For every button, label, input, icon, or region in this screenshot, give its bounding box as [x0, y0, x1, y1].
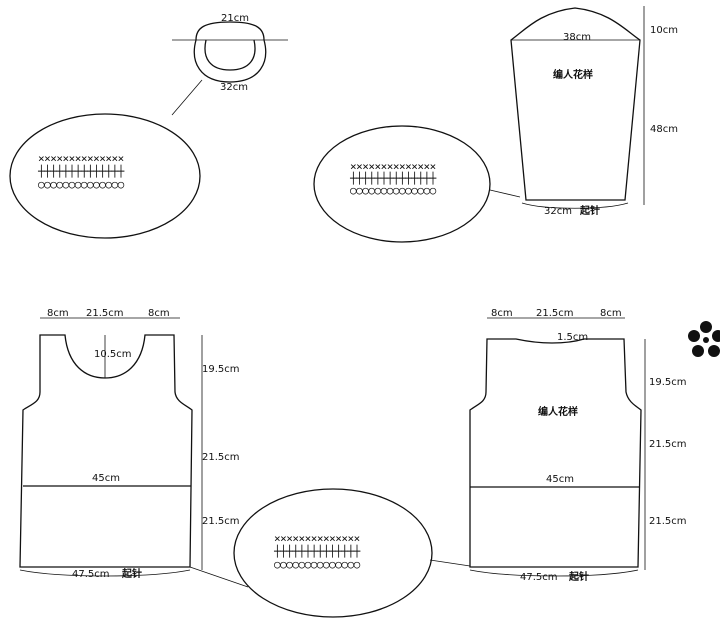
stitch-row-top: ××××××××××××××	[274, 532, 360, 545]
collar-leader-line	[171, 79, 203, 116]
back-chest: 45cm	[546, 474, 574, 485]
back-neck-depth: 1.5cm	[557, 332, 588, 343]
stitch-row-mid: ┼┼┼┼┼┼┼┼┼┼┼┼┼┼	[349, 171, 437, 185]
stitch-row-mid: ┼┼┼┼┼┼┼┼┼┼┼┼┼┼	[273, 544, 361, 558]
front-body: 21.5cm	[202, 452, 240, 463]
detail-leader-bottom	[429, 559, 471, 567]
back-hem: 21.5cm	[649, 516, 687, 527]
collar-bottom-width: 32cm	[220, 82, 248, 93]
sleeve-cuff-line	[521, 202, 629, 209]
front-left-shoulder: 8cm	[47, 308, 69, 319]
sleeve-length: 48cm	[650, 124, 678, 135]
sleeve-pattern-label: 编人花样	[553, 68, 593, 81]
front-bottom-line	[19, 569, 191, 577]
detail-ellipse-bottom	[233, 488, 433, 618]
back-bottom-line	[469, 569, 639, 577]
stitch-row-top: ××××××××××××××	[350, 160, 436, 173]
sleeve-piece: 38cm 编人花样 10cm 48cm 32cm 起针	[510, 6, 678, 217]
flower-icon	[688, 321, 720, 357]
back-pattern-label: 编人花样	[538, 405, 578, 418]
back-right-shoulder: 8cm	[600, 308, 622, 319]
sleeve-cuff: 32cm	[544, 206, 572, 217]
stitch-row-top: ××××××××××××××	[38, 152, 124, 165]
collar-outer	[193, 39, 267, 83]
stitch-detail-bottom: ×××××××××××××× ┼┼┼┼┼┼┼┼┼┼┼┼┼┼ ○○○○○○○○○○…	[233, 488, 471, 618]
detail-ellipse-left	[9, 113, 201, 239]
sleeve-cap-height: 10cm	[650, 25, 678, 36]
sleeve-width: 38cm	[563, 32, 591, 43]
sleeve-cuff-note: 起针	[579, 204, 600, 217]
back-body: 21.5cm	[649, 439, 687, 450]
back-bottom: 47.5cm	[520, 572, 558, 583]
collar-inner	[204, 39, 256, 71]
front-neck-width: 21.5cm	[86, 308, 124, 319]
stitch-row-bottom: ○○○○○○○○○○○○○○	[274, 558, 361, 571]
front-hem: 21.5cm	[202, 516, 240, 527]
back-armhole: 19.5cm	[649, 377, 687, 388]
front-right-shoulder: 8cm	[148, 308, 170, 319]
back-bottom-note: 起针	[568, 570, 589, 583]
front-neck-depth: 10.5cm	[94, 349, 132, 360]
stitch-row-mid: ┼┼┼┼┼┼┼┼┼┼┼┼┼┼	[37, 164, 125, 178]
back-neck-width: 21.5cm	[536, 308, 574, 319]
front-bottom: 47.5cm	[72, 569, 110, 580]
back-left-shoulder: 8cm	[491, 308, 513, 319]
back-outline	[469, 338, 642, 568]
stitch-detail-right: ×××××××××××××× ┼┼┼┼┼┼┼┼┼┼┼┼┼┼ ○○○○○○○○○○…	[313, 125, 521, 243]
detail-ellipse-right	[313, 125, 491, 243]
sleeve-outline	[510, 7, 641, 201]
back-piece: 8cm 21.5cm 8cm 1.5cm 编人花样 45cm 19.5cm 21…	[469, 308, 687, 583]
front-chest: 45cm	[92, 473, 120, 484]
stitch-row-bottom: ○○○○○○○○○○○○○○	[350, 184, 437, 197]
collar-top-width: 21cm	[221, 13, 249, 24]
collar-piece: 21cm 32cm	[171, 13, 288, 116]
front-armhole: 19.5cm	[202, 364, 240, 375]
stitch-detail-left: ×××××××××××××× ┼┼┼┼┼┼┼┼┼┼┼┼┼┼ ○○○○○○○○○○…	[9, 113, 201, 239]
front-outline	[19, 334, 193, 568]
stitch-row-bottom: ○○○○○○○○○○○○○○	[38, 178, 125, 191]
front-piece: 8cm 21.5cm 8cm 10.5cm 45cm 19.5cm 21.5cm…	[19, 308, 249, 588]
detail-leader-right	[489, 189, 521, 198]
front-leader-line	[189, 566, 249, 588]
collar-top-arc	[195, 21, 265, 41]
front-bottom-note: 起针	[121, 567, 142, 580]
